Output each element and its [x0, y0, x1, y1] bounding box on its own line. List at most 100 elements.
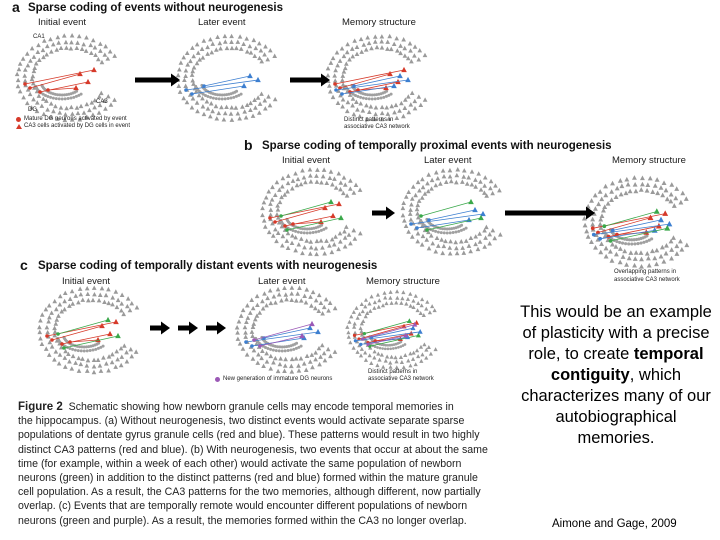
ca-neuron	[285, 180, 291, 186]
ca-neuron	[75, 40, 80, 45]
ca-neuron	[264, 359, 270, 364]
ca-neuron	[183, 83, 189, 88]
ca-neuron	[363, 47, 369, 52]
active-ca3-neuron	[107, 330, 113, 337]
dg-neuron	[277, 349, 281, 353]
ca-neuron	[406, 358, 411, 363]
ca-neuron	[644, 251, 650, 256]
ca-neuron	[425, 188, 431, 194]
ca-neuron	[235, 39, 241, 44]
caption-line-5: neurons (green) in addition to the disti…	[18, 472, 478, 485]
ca-neuron	[454, 245, 459, 251]
ca-neuron	[43, 346, 49, 351]
ca-neuron	[303, 179, 308, 185]
ca-neuron	[114, 348, 120, 354]
ca-neuron	[39, 312, 45, 317]
ca-neuron	[333, 185, 339, 190]
ca-neuron	[344, 193, 350, 198]
ca-neuron	[62, 364, 68, 369]
active-dg-neuron	[56, 332, 60, 336]
ca-neuron	[448, 238, 453, 244]
active-dg-neuron	[285, 228, 289, 232]
dg-neuron	[361, 96, 365, 100]
ca-neuron	[350, 53, 356, 59]
ca-neuron	[385, 46, 390, 51]
ca-neuron	[313, 356, 318, 362]
ca-neuron	[53, 321, 59, 326]
ca-neuron	[277, 187, 282, 192]
ca-neuron	[368, 308, 373, 313]
ca-neuron	[109, 359, 115, 365]
dg-neuron	[294, 229, 298, 233]
ca-neuron	[129, 301, 135, 306]
ca-neuron	[134, 305, 140, 310]
dg-neuron	[627, 238, 631, 242]
ca-neuron	[346, 334, 351, 339]
ca-neuron	[267, 102, 273, 108]
ca-neuron	[250, 356, 256, 361]
ca-neuron	[199, 46, 205, 51]
ca-neuron	[55, 116, 60, 121]
ca-neuron	[118, 362, 124, 368]
ca-neuron	[268, 201, 273, 206]
dg-neuron	[364, 97, 368, 101]
ca-neuron	[359, 302, 364, 307]
panel-a-memory-label: Memory structure	[342, 17, 416, 28]
ca-neuron	[176, 83, 182, 88]
dg-label: DG	[28, 107, 37, 113]
ca-neuron	[303, 300, 309, 305]
ca-neuron	[416, 354, 421, 359]
ca-neuron	[644, 187, 650, 193]
ca-neuron	[595, 237, 601, 242]
ca-neuron	[679, 247, 685, 252]
ca-neuron	[85, 291, 91, 297]
connection-line	[191, 85, 245, 95]
ca-neuron	[663, 187, 669, 193]
ca-neuron	[15, 77, 21, 83]
dg-neuron	[213, 92, 217, 96]
ca-neuron	[330, 55, 336, 61]
ca-neuron	[487, 231, 493, 237]
dg-neuron	[382, 95, 386, 99]
ca-neuron	[418, 311, 423, 316]
ca-neuron	[401, 200, 407, 206]
ca-neuron	[76, 355, 82, 361]
ca-neuron	[107, 49, 113, 54]
ca-neuron	[121, 311, 127, 317]
ca-neuron	[401, 218, 407, 223]
ca-neuron	[67, 296, 73, 301]
ca-neuron	[684, 242, 690, 248]
ca-neuron	[344, 49, 350, 55]
ca-neuron	[413, 192, 418, 198]
dg-neuron	[297, 345, 301, 349]
ca-neuron	[38, 336, 43, 341]
panel-c-result-1: Distinct patterns in	[368, 369, 418, 375]
ca-neuron	[43, 98, 49, 103]
dg-neuron	[53, 92, 57, 96]
dg-neuron	[434, 229, 438, 233]
ca-neuron	[671, 235, 676, 240]
ca-neuron	[244, 49, 250, 54]
ca-neuron	[85, 357, 91, 363]
dg-neuron	[101, 344, 105, 348]
ca-neuron	[328, 169, 334, 174]
ca-neuron	[183, 73, 188, 78]
ca-neuron	[327, 175, 333, 181]
ca-neuron	[330, 182, 335, 187]
ca-neuron	[175, 72, 181, 78]
ca-neuron	[319, 180, 324, 185]
ca-neuron	[190, 78, 196, 83]
dg-neuron	[76, 349, 80, 353]
ca-neuron	[75, 110, 81, 116]
ca-neuron	[372, 355, 377, 360]
ca-neuron	[412, 98, 418, 104]
ca-neuron	[106, 286, 111, 292]
ca-neuron	[426, 172, 432, 177]
dg-neuron	[443, 227, 447, 231]
ca-neuron	[355, 315, 360, 320]
ca-neuron	[645, 182, 651, 187]
dg-neuron	[317, 229, 321, 233]
ca-neuron	[112, 97, 117, 102]
ca-neuron	[70, 301, 76, 306]
ca-neuron	[359, 346, 364, 351]
